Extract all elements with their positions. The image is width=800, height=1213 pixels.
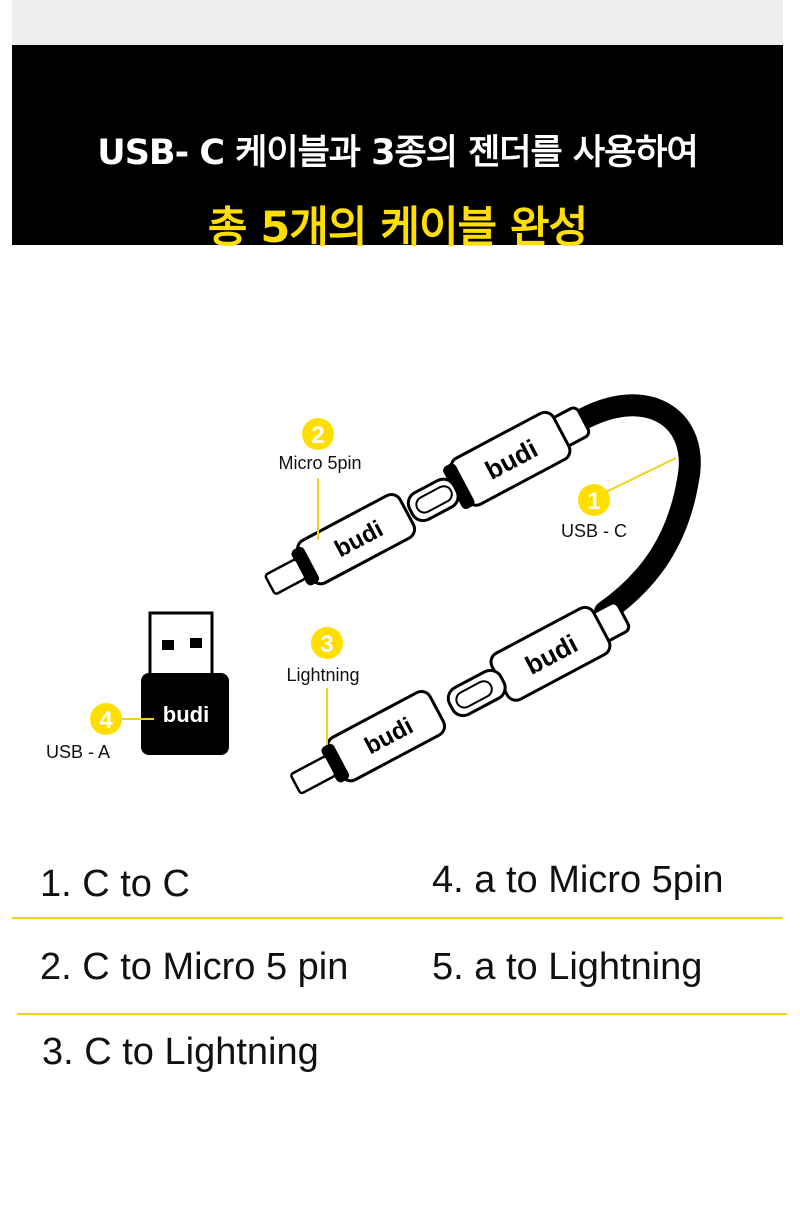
- svg-text:4: 4: [99, 707, 113, 734]
- svg-text:1: 1: [587, 488, 600, 515]
- lightning-adapter: budi: [290, 689, 447, 795]
- divider: [17, 1013, 787, 1015]
- callout-1: 1 USB - C: [561, 484, 627, 541]
- callout-2: 2 Micro 5pin: [278, 418, 362, 473]
- list-item: 4. a to Micro 5pin: [432, 859, 724, 901]
- cable-kit-illustration: budi budi budi budi budi: [46, 394, 701, 795]
- callout-label: USB - C: [561, 521, 627, 541]
- headline-line-1: USB- C 케이블과 3종의 젠더를 사용하여: [97, 133, 698, 173]
- callout-label: Lightning: [286, 665, 359, 685]
- headline-line-2: 총 5개의 케이블 완성: [207, 203, 588, 253]
- budi-logo: budi: [163, 702, 209, 727]
- usb-c-cable: [574, 394, 701, 623]
- usb-a-adapter: budi: [141, 611, 229, 755]
- usb-c-connector-top: budi: [406, 406, 591, 523]
- svg-text:2: 2: [311, 422, 324, 449]
- micro-5pin-adapter: budi: [264, 492, 417, 595]
- divider: [12, 917, 783, 919]
- list-item: 5. a to Lightning: [432, 946, 703, 988]
- callout-4: 4 USB - A: [46, 703, 122, 762]
- callout-3: 3 Lightning: [286, 627, 360, 685]
- svg-text:3: 3: [320, 631, 333, 658]
- list-item: 3. C to Lightning: [42, 1031, 319, 1073]
- top-band: [12, 0, 783, 45]
- callout-label: USB - A: [46, 742, 110, 762]
- list-item: 1. C to C: [40, 863, 190, 905]
- list-item: 2. C to Micro 5 pin: [40, 946, 349, 988]
- callout-label: Micro 5pin: [278, 453, 361, 473]
- usb-c-connector-bottom: budi: [446, 601, 631, 718]
- headline-banner: USB- C 케이블과 3종의 젠더를 사용하여 총 5개의 케이블 완성: [12, 45, 783, 253]
